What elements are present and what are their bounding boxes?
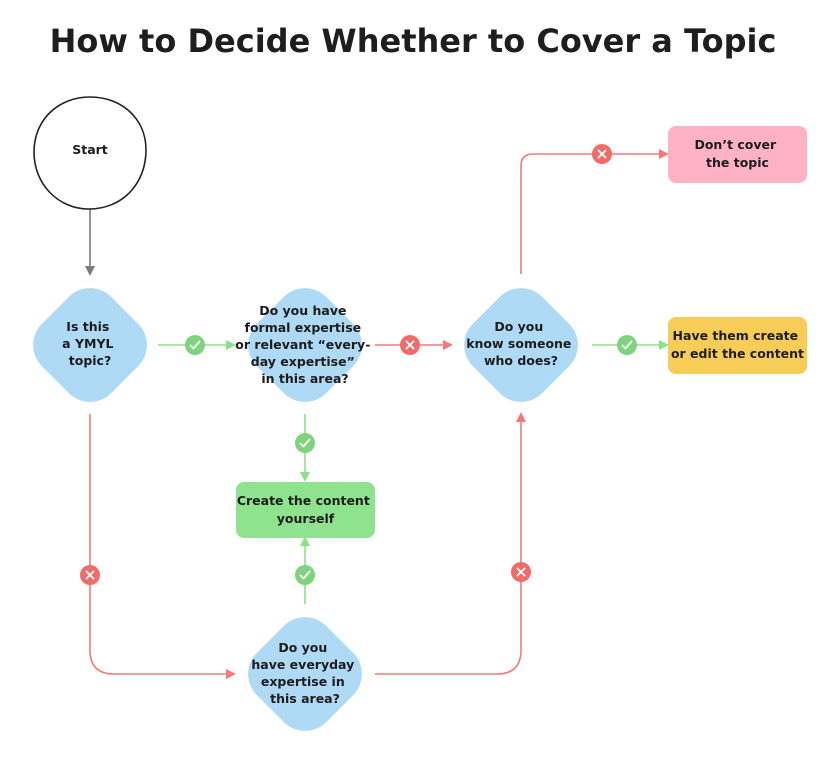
cross-icon [597,149,607,159]
decision-everyday-label: Do you have everyday expertise in this a… [251,640,358,706]
page-title: How to Decide Whether to Cover a Topic [50,22,777,60]
outcome-have-them-line: or edit the content [671,346,804,361]
yes-badge-know-have-them [617,335,637,355]
decision-ymyl-line: Is this [66,319,109,334]
outcome-dont-cover-label: Don’t cover the topic [694,137,780,170]
badge-layer [80,144,637,585]
edge-everyday-to-know [375,420,522,675]
decision-expertise-line: or relevant “every- [235,337,370,352]
outcome-have-them-label: Have them create or edit the content [671,328,804,361]
outcome-dont-cover: Don’t cover the topic [668,126,807,183]
arrowhead-know-to-dont-cover [659,149,669,159]
decision-ymyl-line: a YMYL [62,336,113,351]
decision-know-shape [464,288,578,402]
outcome-dont-cover-line: Don’t cover [694,137,777,152]
decision-expertise-line: in this area? [261,371,348,386]
arrowhead-expertise-to-know [443,340,453,350]
decision-everyday-line: Do you [278,640,327,655]
decision-everyday-line: this area? [270,691,340,706]
yes-badge-expertise-create [295,433,315,453]
decision-everyday-expertise: Do you have everyday expertise in this a… [248,617,362,731]
decision-everyday-line: have everyday [251,657,354,672]
yes-badge-everyday-create [295,565,315,585]
decision-everyday-line: expertise in [261,674,345,689]
decision-know-label: Do you know someone who does? [466,319,576,368]
decision-ymyl-topic: Is this a YMYL topic? [33,288,147,402]
checkmark-icon [189,340,201,350]
start-label-line: Start [72,142,108,157]
outcome-create-yourself-line: Create the content [237,493,370,508]
start-node-label: Start [72,142,108,157]
decision-know-line: who does? [484,353,558,368]
no-badge-everyday-know [511,562,531,582]
outcome-have-them-box [668,317,807,374]
decision-expertise-line: formal expertise [245,320,362,335]
arrowhead-ymyl-to-everyday [226,669,236,679]
decision-ymyl-shape [33,288,147,402]
cross-icon [85,570,95,580]
cross-icon [516,567,526,577]
edge-ymyl-to-everyday [89,414,230,675]
arrowhead-ymyl-to-expertise [226,340,236,350]
no-badge-know-dont-cover [592,144,612,164]
checkmark-icon [621,340,633,350]
checkmark-icon [299,570,311,580]
decision-ymyl-label: Is this a YMYL topic? [62,319,118,368]
start-node: Start [33,96,147,210]
decision-ymyl-line: topic? [69,353,111,368]
outcome-dont-cover-line: the topic [706,155,769,170]
no-badge-expertise-know [400,335,420,355]
start-node-shape [33,96,147,210]
decision-know-someone: Do you know someone who does? [464,288,578,402]
arrowhead-everyday-to-create-yourself [300,536,310,546]
node-layer: Start Is this a YMYL topic? Do you have … [33,96,807,731]
checkmark-icon [299,438,311,448]
decision-expertise-label: Do you have formal expertise or relevant… [235,303,375,386]
outcome-create-yourself: Create the content yourself [236,482,375,538]
arrowhead-know-to-have-them [659,340,669,350]
cross-icon [405,340,415,350]
outcome-create-yourself-box [236,482,375,538]
decision-expertise-line: day expertise” [251,354,355,369]
outcome-have-them-create: Have them create or edit the content [668,317,807,374]
arrowhead-everyday-to-know [516,412,526,422]
decision-know-line: know someone [466,336,571,351]
decision-expertise-shape [248,288,362,402]
outcome-have-them-line: Have them create [673,328,799,343]
no-badge-ymyl-everyday [80,565,100,585]
outcome-create-yourself-line: yourself [277,511,335,526]
connector-layer [85,149,669,679]
decision-formal-expertise: Do you have formal expertise or relevant… [235,288,375,402]
edge-know-to-dont-cover [520,153,665,274]
decision-know-line: Do you [494,319,543,334]
yes-badge-ymyl-expertise [185,335,205,355]
outcome-dont-cover-box [668,126,807,183]
outcome-create-yourself-label: Create the content yourself [237,493,374,526]
decision-expertise-line: Do you have [259,303,346,318]
decision-everyday-shape [248,617,362,731]
arrowhead-expertise-to-create-yourself [300,472,310,482]
arrowhead-start-to-ymyl [85,266,95,276]
